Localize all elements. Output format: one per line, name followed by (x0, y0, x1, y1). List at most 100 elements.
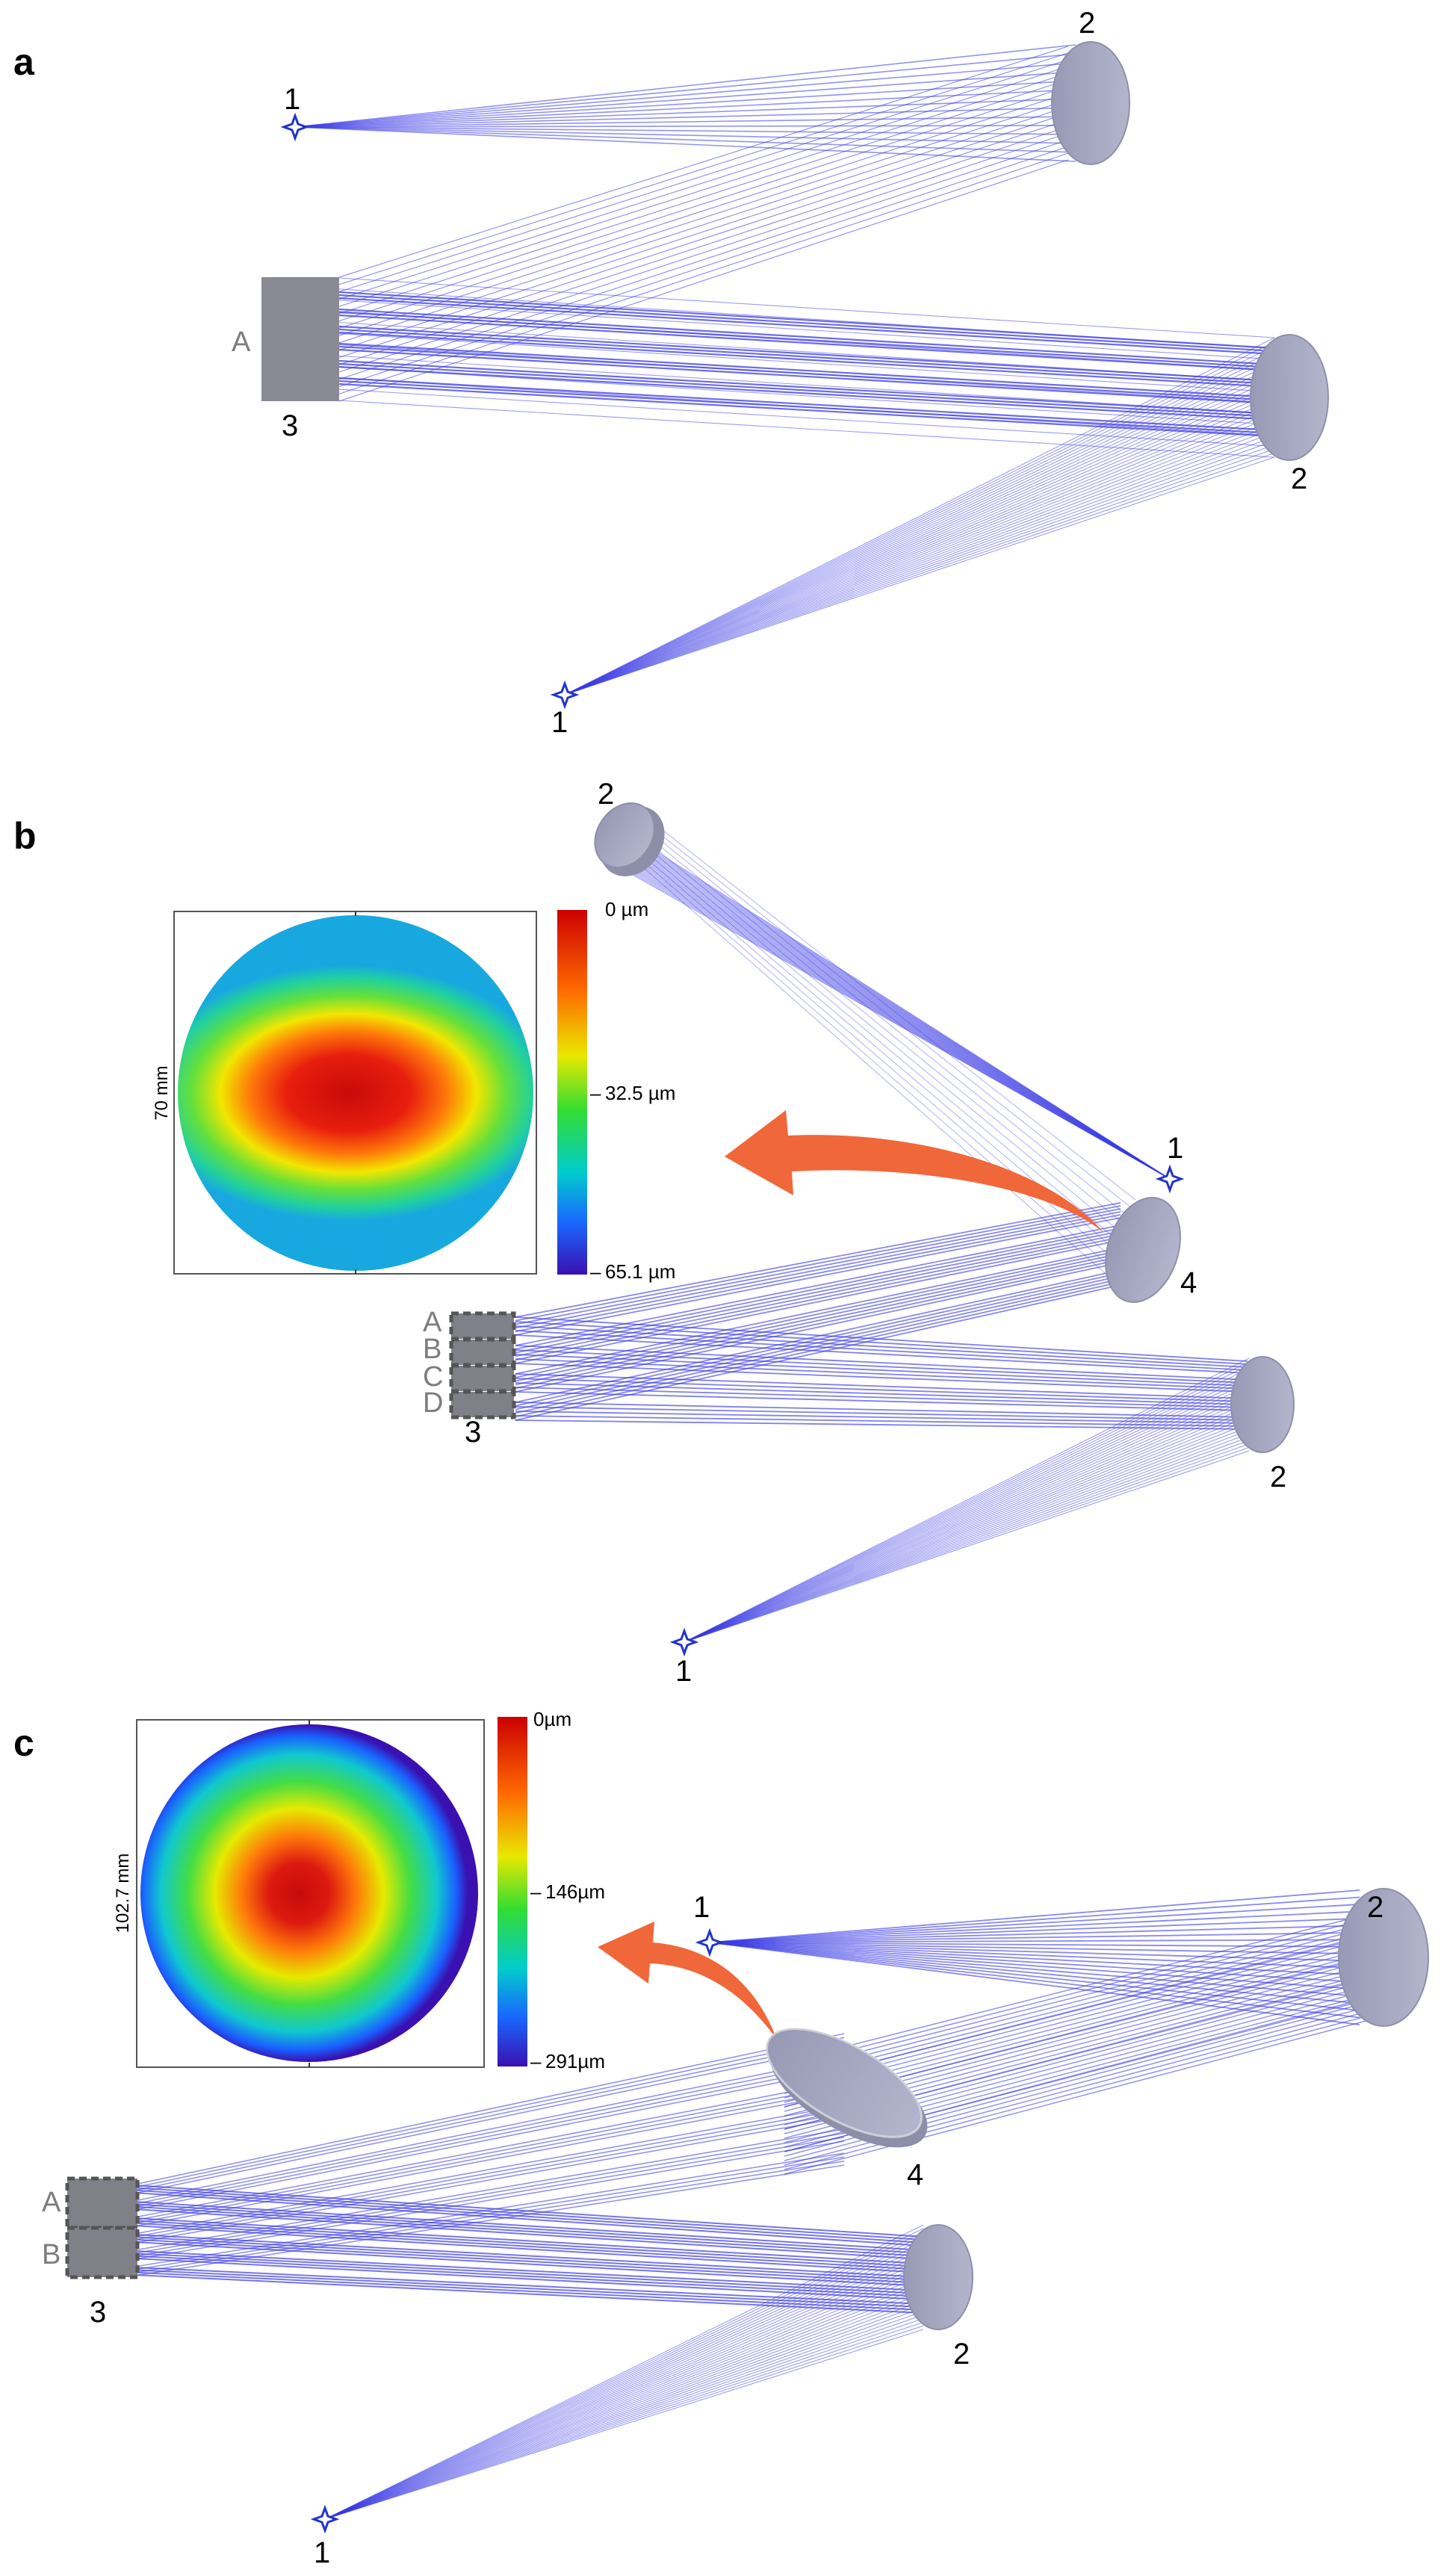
ray (134, 2192, 924, 2247)
ray (684, 1375, 1250, 1643)
ray (324, 2329, 924, 2520)
ray (134, 2203, 924, 2254)
ray (134, 2117, 845, 2244)
ray (338, 126, 1069, 365)
ray (134, 2225, 924, 2273)
ray (134, 2253, 924, 2294)
ray (134, 2112, 845, 2241)
ray (324, 2253, 924, 2520)
ray (515, 1373, 1248, 1399)
label-zone-a: A (232, 326, 251, 358)
colorbar-gradient (557, 910, 587, 1275)
corrector-mirror (765, 2028, 928, 2148)
ray (684, 1450, 1250, 1643)
ray (684, 1399, 1250, 1643)
ray (684, 1385, 1250, 1643)
ray (684, 1446, 1250, 1643)
ray (338, 362, 1275, 418)
ray (134, 2105, 845, 2235)
ray (134, 2205, 924, 2257)
ray (338, 297, 1275, 356)
ray (709, 1942, 1360, 1948)
ray (784, 1916, 1375, 2067)
ray (294, 53, 1076, 128)
label-source-bottom: 1 (551, 706, 568, 739)
ray (294, 107, 1076, 128)
ray (709, 1942, 1360, 1955)
ray (134, 2234, 924, 2278)
ray (134, 2241, 924, 2287)
ray (515, 1363, 1248, 1393)
ray (338, 377, 1275, 432)
label-source-bottom: 1 (314, 2536, 330, 2569)
ray (564, 394, 1275, 696)
ray (134, 2069, 845, 2211)
ray (134, 2217, 924, 2264)
mirror-middle (1250, 334, 1329, 461)
ray (338, 308, 1275, 366)
ray (515, 1411, 1248, 1424)
ray (684, 1412, 1250, 1643)
ray (338, 132, 1069, 373)
ray (134, 2061, 845, 2205)
mirror-top (594, 802, 665, 876)
ray (684, 1361, 1250, 1643)
ray (134, 2152, 845, 2267)
ray (709, 1889, 1360, 1943)
ray (515, 1227, 1121, 1350)
ray (515, 1378, 1248, 1402)
label-zone-b: B (42, 2239, 61, 2270)
ray (784, 1933, 1375, 2085)
ray (294, 62, 1076, 128)
ray (134, 2236, 924, 2281)
ray (684, 1381, 1250, 1643)
ray (515, 1230, 1121, 1354)
ray (515, 1250, 1121, 1378)
colorbar-gradient (498, 1717, 527, 2066)
grating-zones-b (449, 1311, 516, 1419)
ray (564, 378, 1275, 696)
label-source-top: 1 (693, 1891, 710, 1924)
ray (642, 855, 1136, 1278)
ray (564, 403, 1275, 696)
label-zone-c: C (423, 1361, 443, 1393)
ray (134, 2201, 924, 2251)
ray (338, 344, 1275, 403)
ray (338, 119, 1069, 358)
ray (515, 1387, 1248, 1408)
surface-deformation-map (140, 1724, 478, 2062)
ray (709, 1910, 1360, 1943)
ray (709, 1942, 1360, 1990)
ray (324, 2267, 924, 2520)
panel-letter-c: c (13, 1722, 34, 1764)
source-point-icon (310, 2504, 340, 2534)
label-source-bottom: 1 (675, 1655, 692, 1688)
ray (134, 2081, 845, 2218)
ray (709, 1942, 1360, 1962)
ray (515, 1202, 1121, 1318)
ray (515, 1316, 1248, 1362)
ray (338, 328, 1275, 386)
ray (338, 300, 1275, 360)
dimension-label: 102.7 mm (113, 1854, 133, 1933)
ray (564, 366, 1275, 696)
colorbar-label-max: 0 µm (605, 898, 648, 920)
ray (515, 1415, 1248, 1427)
ray (515, 1262, 1121, 1393)
ray (324, 2275, 924, 2520)
ray (684, 1440, 1250, 1643)
ray (642, 843, 1136, 1256)
ray (134, 2037, 845, 2188)
mirror-middle (1230, 1356, 1295, 1453)
ray (515, 1391, 1248, 1411)
label-source-top: 1 (284, 83, 300, 116)
ray (564, 436, 1275, 696)
ray (338, 383, 1275, 438)
ray (338, 66, 1069, 300)
ray (324, 2246, 924, 2520)
ray (684, 1433, 1250, 1643)
ray (134, 2185, 924, 2238)
label-mirror-top: 2 (598, 778, 614, 811)
ray (134, 2189, 924, 2244)
